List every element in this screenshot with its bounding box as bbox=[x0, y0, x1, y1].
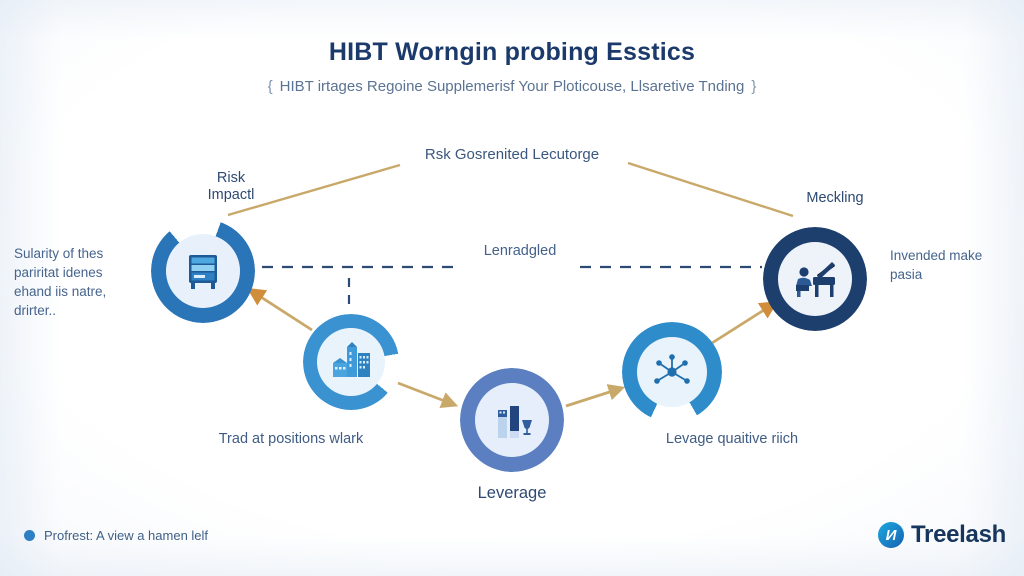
server-rack-icon bbox=[189, 255, 217, 289]
node-risk-impact-label-line2: Impactl bbox=[207, 187, 255, 203]
node-meckling[interactable] bbox=[763, 227, 867, 331]
brace-left-icon: { bbox=[267, 78, 273, 95]
brand-mark-icon: И bbox=[878, 522, 904, 548]
label-dashed-center: Lenradgled bbox=[483, 243, 557, 259]
connector-n2-to-n1 bbox=[246, 288, 313, 332]
node-inner-disc bbox=[778, 242, 852, 316]
connector-n3-to-n4 bbox=[565, 384, 626, 408]
node-meckling-label: Meckling bbox=[806, 190, 864, 206]
bar-chart-icon bbox=[498, 406, 532, 438]
label-top-center: Rsk Gosrenited Lecutorge bbox=[424, 146, 600, 163]
node-network-label: Levage quaitive riich bbox=[665, 431, 799, 447]
brace-right-icon: } bbox=[751, 78, 757, 95]
node-inner-disc bbox=[637, 337, 707, 407]
node-leverage[interactable] bbox=[460, 368, 564, 472]
node-trade-positions-label: Trad at positions wlark bbox=[218, 431, 364, 447]
connector-top-right bbox=[627, 161, 794, 218]
node-risk-impact-label: Risk Impactl bbox=[186, 170, 276, 204]
subtitle-text: HIBT irtages Regoine Supplemerisf Your P… bbox=[279, 78, 745, 95]
node-risk-impact-label-line1: Risk bbox=[216, 170, 246, 186]
label-left-side: Sularity of thes pariritat idenes ehand … bbox=[14, 246, 107, 318]
label-right-side: Invended make pasia bbox=[890, 248, 983, 282]
network-nodes-icon bbox=[654, 354, 690, 384]
brand-name: Treelash bbox=[911, 521, 1006, 548]
node-leverage-label: Leverage bbox=[477, 484, 547, 502]
node-network[interactable] bbox=[622, 322, 722, 422]
city-buildings-icon bbox=[333, 342, 370, 377]
brand-logo[interactable]: И Treelash bbox=[878, 521, 1006, 549]
bullet-dot-icon bbox=[24, 530, 35, 541]
connector-n2-to-n3 bbox=[397, 381, 459, 408]
person-desk-icon bbox=[796, 262, 835, 297]
connector-top-left bbox=[227, 163, 401, 217]
connector-n4-to-n5 bbox=[711, 301, 779, 345]
page-subtitle: { HIBT irtages Regoine Supplemerisf Your … bbox=[0, 78, 1024, 95]
node-inner-disc bbox=[166, 234, 240, 308]
footer-note-text: Profrest: A view a hamen lelf bbox=[44, 528, 209, 543]
node-trade-positions[interactable] bbox=[303, 314, 399, 410]
node-risk-impact[interactable] bbox=[151, 219, 255, 323]
page-title: HIBT Worngin probing Esstics bbox=[328, 38, 696, 66]
node-inner-disc bbox=[317, 328, 385, 396]
footer-note: Profrest: A view a hamen lelf bbox=[24, 528, 208, 543]
node-inner-disc bbox=[475, 383, 549, 457]
